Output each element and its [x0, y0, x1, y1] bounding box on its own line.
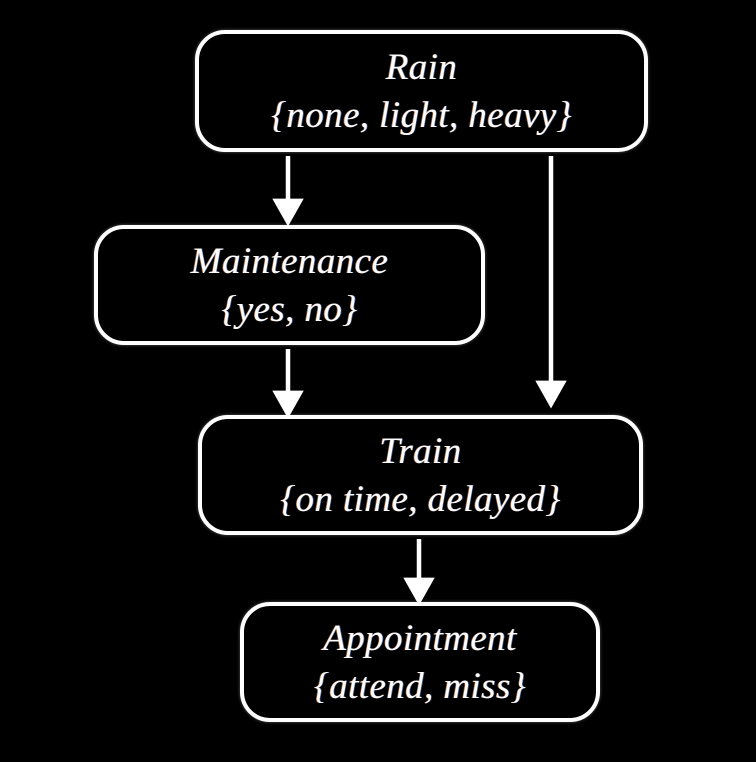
node-train-states: {on time, delayed}	[280, 478, 561, 520]
node-maintenance-states: {yes, no}	[221, 288, 358, 330]
node-appointment[interactable]: Appointment {attend, miss}	[240, 602, 600, 722]
node-train-label: Train	[379, 430, 462, 472]
node-rain-label: Rain	[385, 46, 458, 88]
node-maintenance[interactable]: Maintenance {yes, no}	[94, 225, 485, 345]
node-appointment-label: Appointment	[323, 617, 517, 659]
node-maintenance-label: Maintenance	[190, 240, 389, 282]
node-train[interactable]: Train {on time, delayed}	[198, 415, 643, 535]
node-rain-states: {none, light, heavy}	[271, 94, 572, 136]
node-rain[interactable]: Rain {none, light, heavy}	[195, 30, 648, 152]
node-appointment-states: {attend, miss}	[314, 665, 526, 707]
